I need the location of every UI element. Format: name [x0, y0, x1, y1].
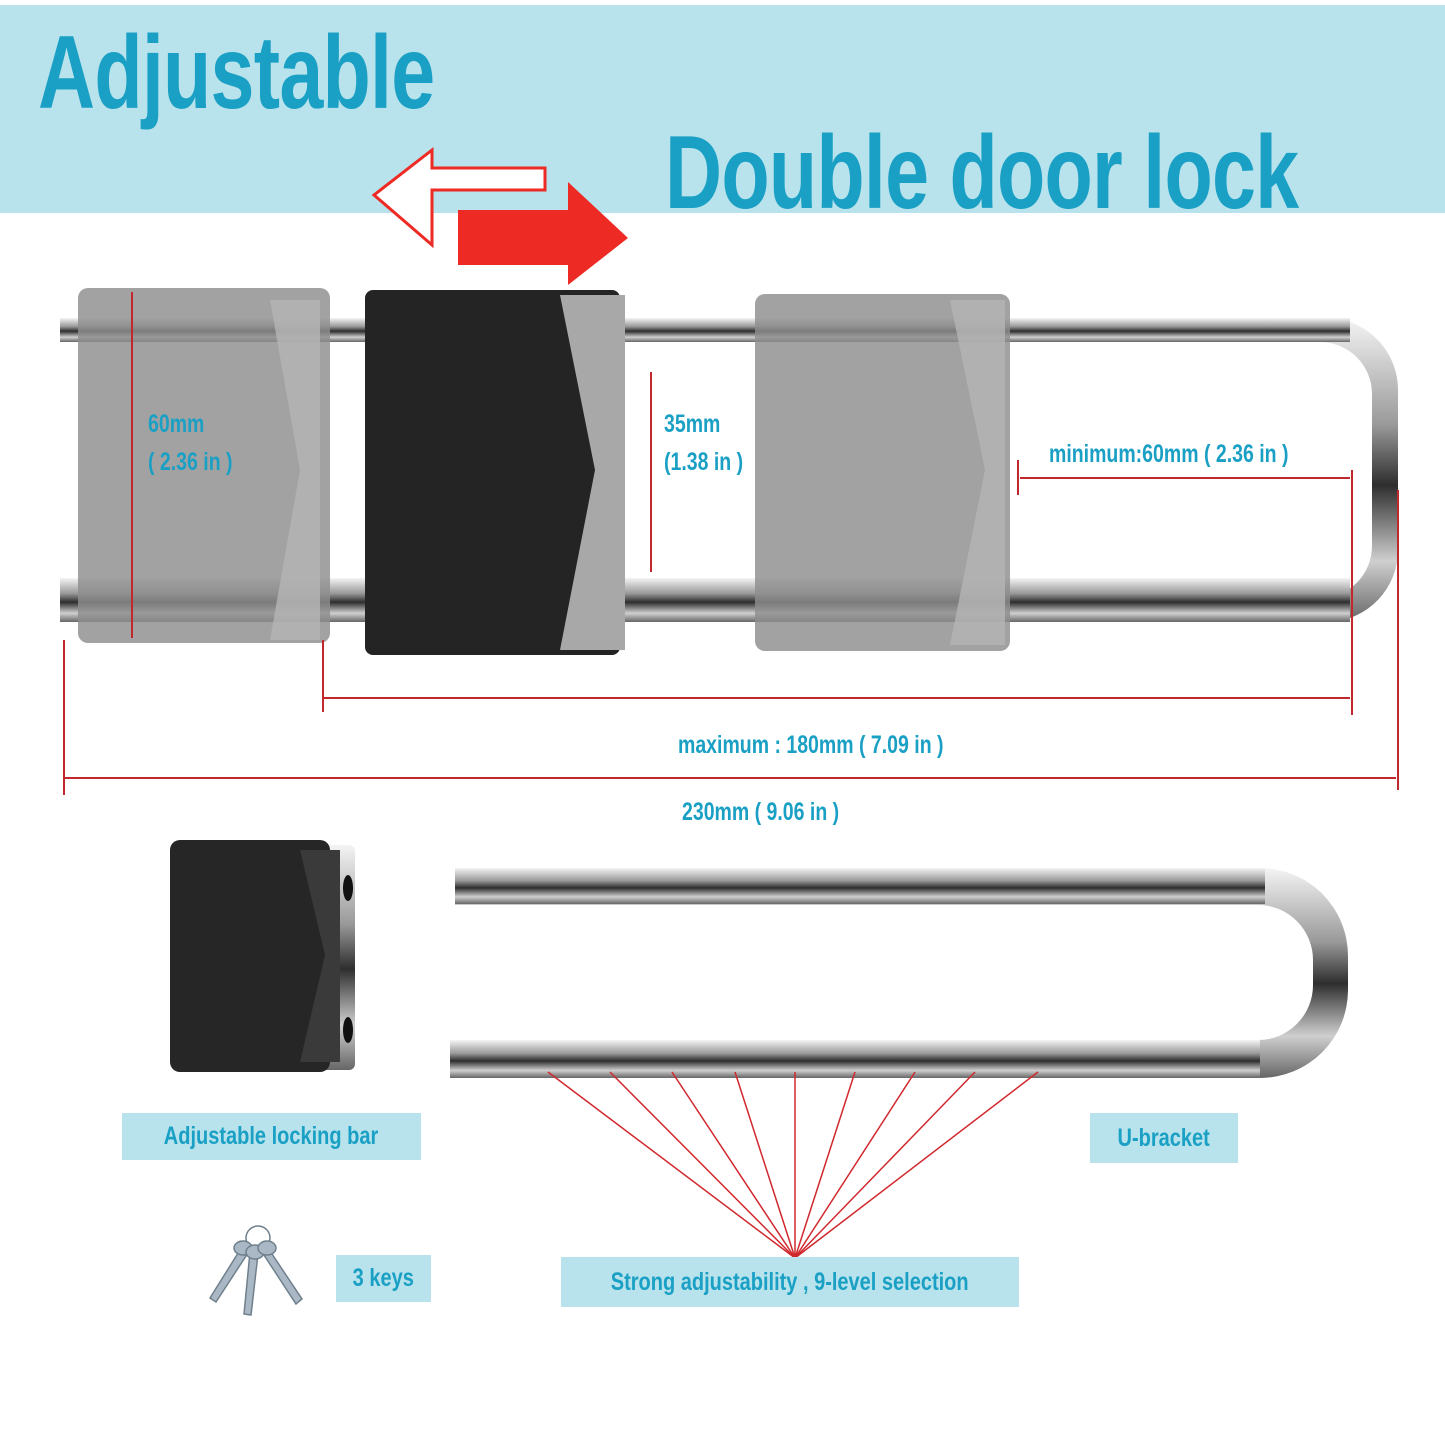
u-bracket-label: U-bracket	[1090, 1113, 1238, 1163]
keys-icon	[208, 1225, 303, 1316]
left-arrow-outline-icon	[371, 146, 547, 249]
assembled-lock	[60, 288, 1399, 655]
locking-bar-label-text: Adjustable locking bar	[164, 1122, 379, 1150]
keys-label: 3 keys	[336, 1255, 431, 1302]
u-bracket-label-text: U-bracket	[1117, 1123, 1211, 1152]
u-bracket-part	[450, 868, 1348, 1078]
locking-bar-label: Adjustable locking bar	[122, 1113, 421, 1160]
dimension-lines	[63, 292, 1399, 795]
height-in-label: ( 2.36 in )	[148, 448, 233, 476]
header-banner	[0, 5, 1445, 213]
height-mm-label: 60mm	[148, 410, 205, 438]
maximum-label: maximum : 180mm ( 7.09 in )	[678, 731, 944, 759]
right-arrow-icon	[458, 182, 628, 285]
total-length-label: 230mm ( 9.06 in )	[682, 798, 840, 826]
minimum-label: minimum:60mm ( 2.36 in )	[1049, 440, 1289, 468]
slot-in-label: (1.38 in )	[664, 448, 744, 476]
locking-bar-part	[170, 840, 355, 1072]
title-double-door-lock: Double door lock	[665, 115, 1299, 231]
slot-mm-label: 35mm	[664, 410, 721, 438]
keys-label-text: 3 keys	[352, 1264, 415, 1292]
level-indicator-lines	[547, 1071, 1039, 1259]
adjustability-label: Strong adjustability , 9-level selection	[561, 1257, 1019, 1307]
adjustability-label-text: Strong adjustability , 9-level selection	[611, 1267, 969, 1296]
title-adjustable: Adjustable	[38, 15, 435, 131]
